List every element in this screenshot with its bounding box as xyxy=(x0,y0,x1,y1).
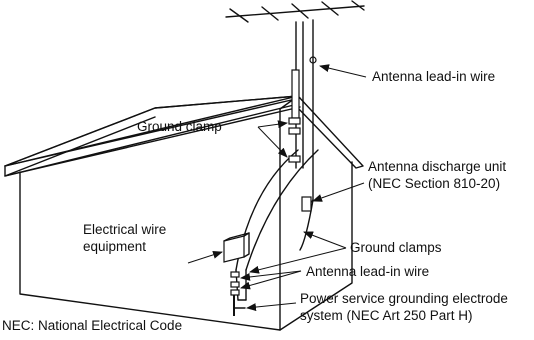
electrical-equipment-label-line2: equipment xyxy=(83,239,146,254)
antenna-discharge-unit xyxy=(301,196,312,212)
ground-clamp-label: Ground clamp xyxy=(137,119,222,134)
house xyxy=(4,95,364,331)
power-service-label-line1: Power service grounding electrode xyxy=(300,291,508,306)
nec-legend-label: NEC: National Electrical Code xyxy=(2,318,182,333)
electrical-equipment-box xyxy=(223,232,250,263)
house-gable-wall xyxy=(279,161,353,331)
house-gable-trim xyxy=(295,95,364,169)
house-front-wall xyxy=(19,108,281,331)
antenna-lead-in-wire-bottom-label: Antenna lead-in wire xyxy=(306,264,429,279)
discharge-unit-label-line1: Antenna discharge unit xyxy=(368,159,506,174)
electrical-equipment-label-line1: Electrical wire xyxy=(83,222,166,237)
leader-arrows xyxy=(187,64,367,312)
ground-clamps-bottom xyxy=(230,271,240,296)
antenna-lead-in-wire-top-label: Antenna lead-in wire xyxy=(372,69,495,84)
discharge-unit-label-line2: (NEC Section 810-20) xyxy=(368,176,500,191)
antenna-lead-in-wire xyxy=(299,19,314,251)
tv-antenna xyxy=(225,0,365,169)
ground-clamps-mast xyxy=(288,117,301,163)
power-service-label-line2: system (NEC Art 250 Part H) xyxy=(300,308,473,323)
ground-clamps-label: Ground clamps xyxy=(350,240,442,255)
